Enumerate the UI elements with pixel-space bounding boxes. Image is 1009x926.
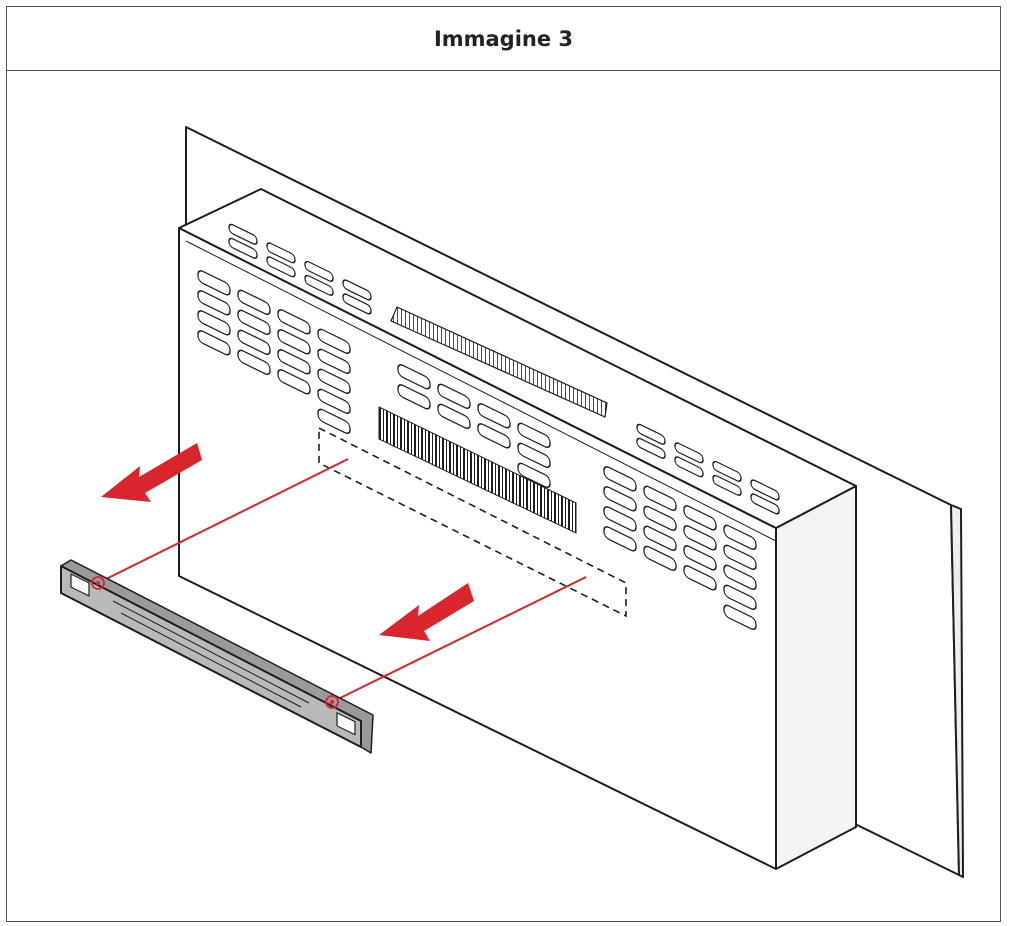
- back-vents-left: [197, 270, 351, 434]
- arrow-right-icon: [379, 583, 474, 641]
- back-vents-right: [603, 466, 757, 630]
- barcode-label: [378, 406, 577, 534]
- speaker-grille: [390, 306, 608, 418]
- removal-arrows: [101, 443, 474, 641]
- back-vents-center: [397, 364, 551, 488]
- top-vents-right: [636, 423, 780, 515]
- figure-frame: Immagine 3: [6, 6, 1001, 922]
- wall-bracket: [60, 559, 374, 754]
- bracket-mount-outline: [318, 426, 627, 618]
- rear-cabinet: [178, 188, 857, 870]
- tv-wall-bracket-removal-illustration: [60, 126, 964, 878]
- top-vents-left: [228, 223, 372, 315]
- figure-title: Immagine 3: [433, 26, 574, 51]
- figure-area: [7, 71, 1002, 923]
- figure-header: Immagine 3: [7, 7, 1000, 71]
- alignment-guide-lines: [97, 458, 587, 703]
- vent-slots: [197, 223, 780, 630]
- arrow-left-icon: [101, 443, 202, 502]
